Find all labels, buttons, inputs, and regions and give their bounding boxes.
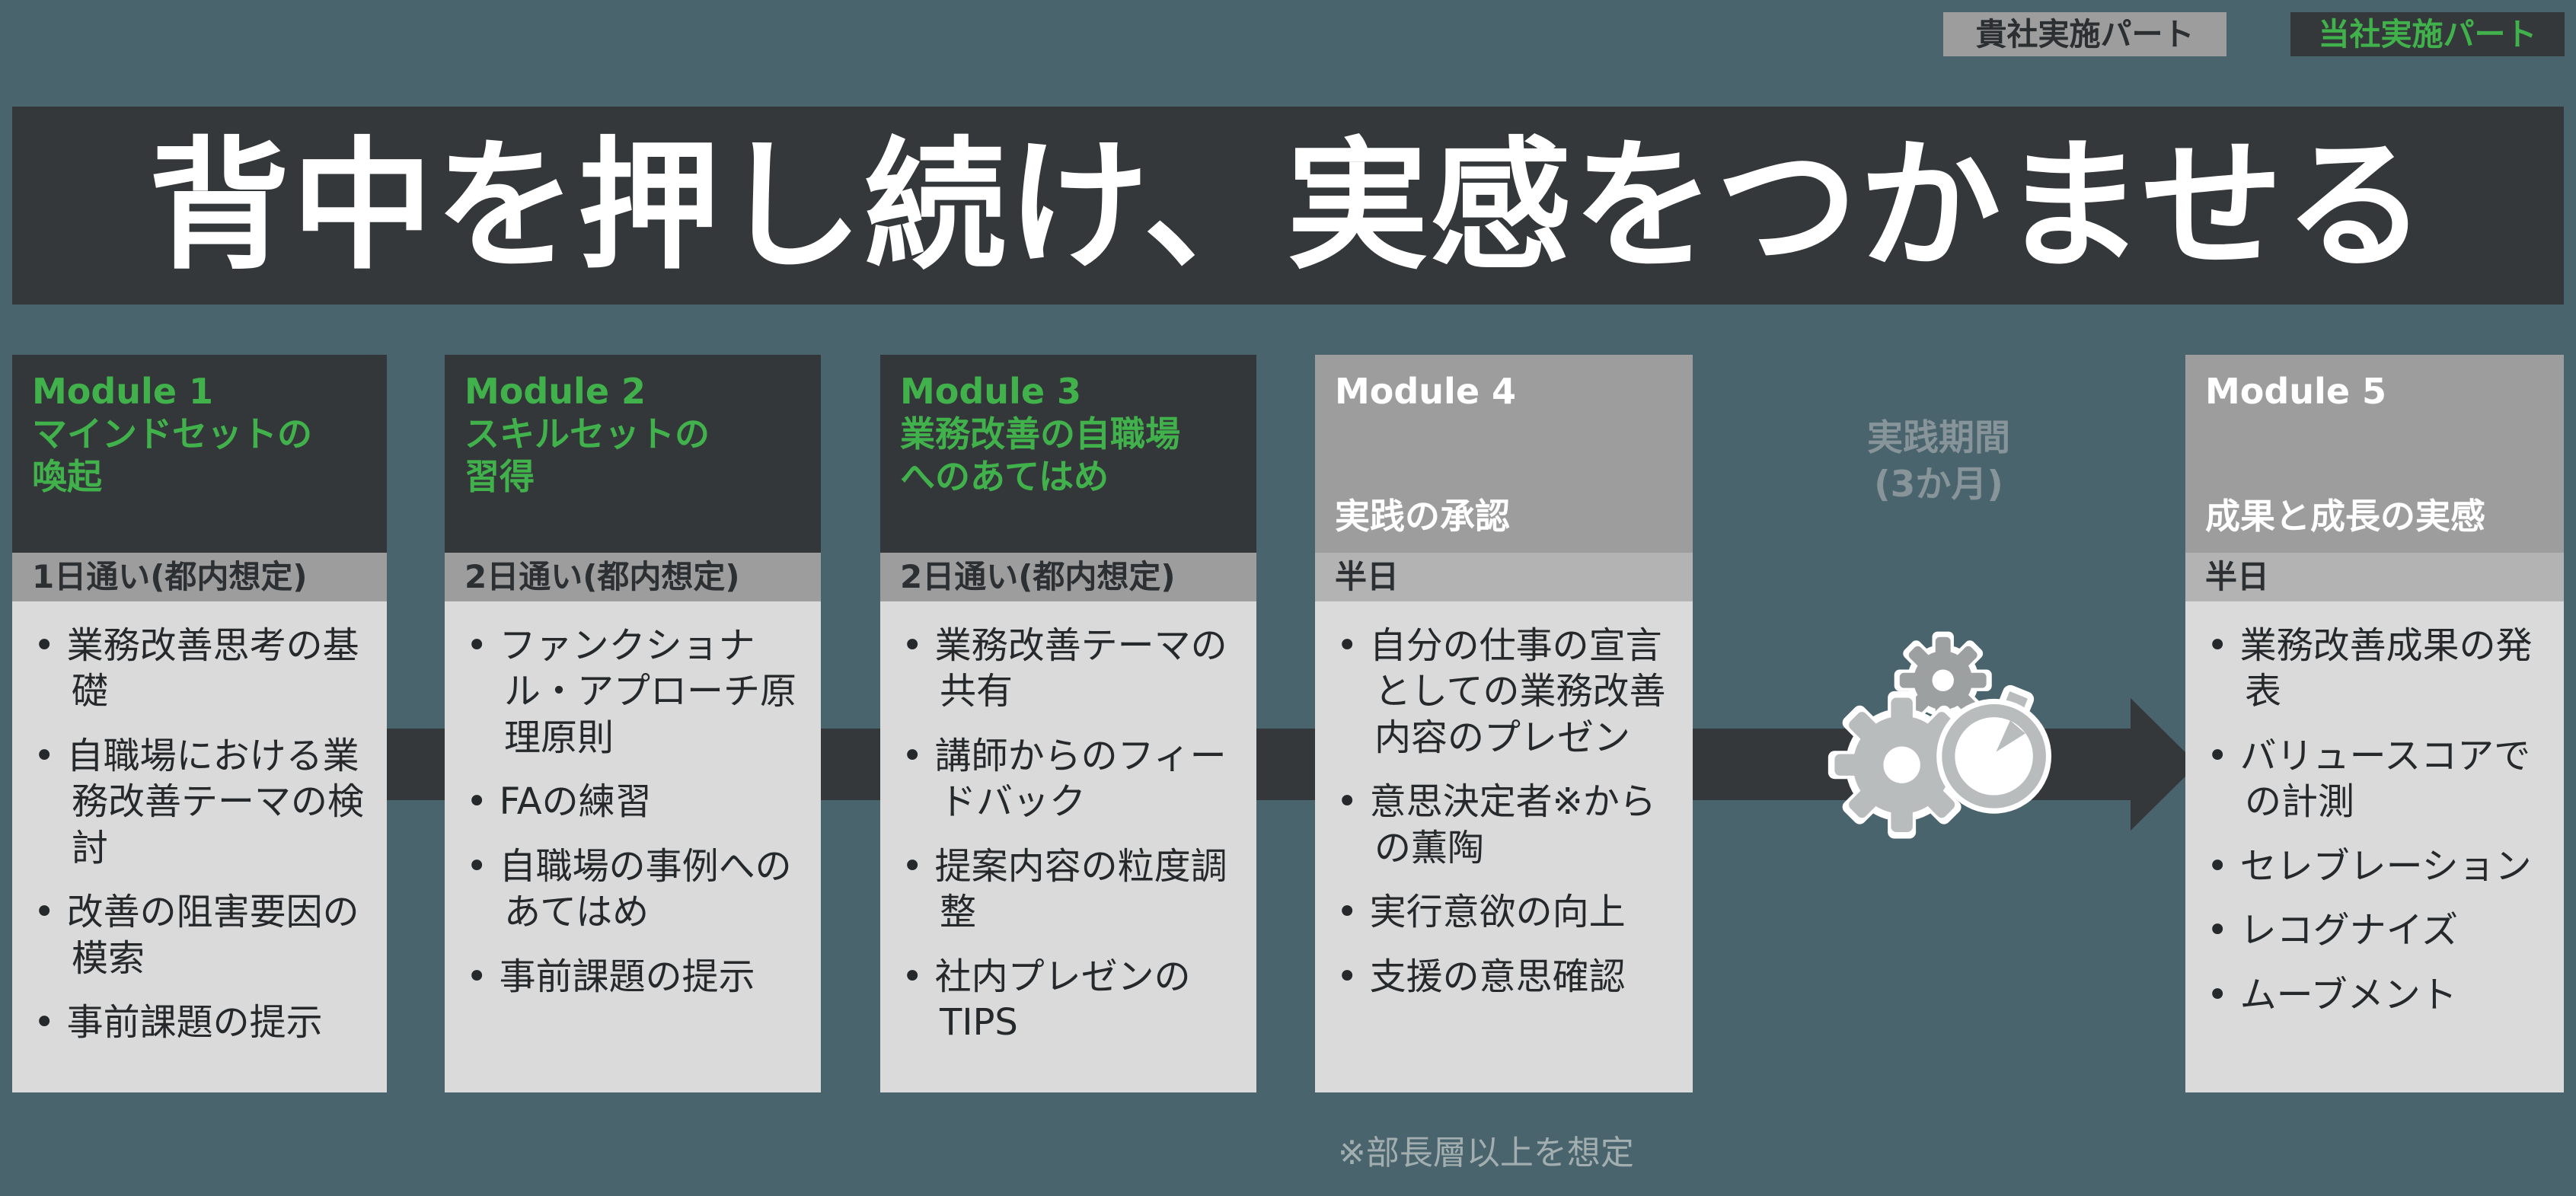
list-item: 社内プレゼンのTIPS: [902, 954, 1235, 1046]
module-column-2: Module 2 スキルセットの 習得 2日通い(都内想定) ファンクショナル・…: [445, 355, 821, 1092]
list-item: FAの練習: [466, 779, 800, 824]
practice-period-line2: (3か月): [1874, 464, 2003, 506]
module-1-schedule: 1日通い(都内想定): [12, 553, 387, 601]
module-2-schedule: 2日通い(都内想定): [445, 553, 821, 601]
list-item: 自分の仕事の宣言としての業務改善内容のプレゼン: [1336, 623, 1671, 761]
list-item: 講師からのフィードバック: [902, 733, 1235, 825]
list-item: レコグナイズ: [2207, 907, 2542, 953]
list-item: 業務改善テーマの共有: [902, 623, 1235, 715]
gears-stopwatch-icon: [1826, 623, 2059, 842]
module-2-items: ファンクショナル・アプローチ原理原則 FAの練習 自職場の事例へのあてはめ 事前…: [445, 601, 821, 1092]
list-item: 意思決定者※からの薫陶: [1336, 779, 1671, 871]
list-item: 業務改善成果の発表: [2207, 623, 2542, 715]
module-4-name: Module 4: [1335, 371, 1517, 412]
module-3-header: Module 3 業務改善の自職場 へのあてはめ: [880, 355, 1256, 553]
module-1-header: Module 1 マインドセットの 喚起: [12, 355, 387, 553]
module-5-schedule: 半日: [2185, 553, 2564, 601]
list-item: 実行意欲の向上: [1336, 889, 1671, 935]
module-3-items: 業務改善テーマの共有 講師からのフィードバック 提案内容の粒度調整 社内プレゼン…: [880, 601, 1256, 1092]
module-column-1: Module 1 マインドセットの 喚起 1日通い(都内想定) 業務改善思考の基…: [12, 355, 387, 1092]
module-4-items: 自分の仕事の宣言としての業務改善内容のプレゼン 意思決定者※からの薫陶 実行意欲…: [1315, 601, 1693, 1092]
list-item: 支援の意思確認: [1336, 954, 1671, 1000]
list-item: ムーブメント: [2207, 972, 2542, 1018]
module-5-subtitle: 成果と成長の実感: [2205, 495, 2485, 537]
list-item: ファンクショナル・アプローチ原理原則: [466, 623, 800, 761]
stopwatch-icon: [1936, 684, 2052, 814]
module-1-subtitle: マインドセットの 喚起: [32, 413, 312, 498]
legend-client-part: 貴社実施パート: [1943, 12, 2226, 56]
list-item: セレブレーション: [2207, 844, 2542, 889]
list-item: バリュースコアでの計測: [2207, 733, 2542, 825]
practice-period-label: 実践期間 (3か月): [1706, 415, 2172, 508]
module-3-name: Module 3: [900, 371, 1082, 412]
module-2-name: Module 2: [464, 371, 646, 412]
module-column-3: Module 3 業務改善の自職場 へのあてはめ 2日通い(都内想定) 業務改善…: [880, 355, 1256, 1092]
module-column-5: Module 5 成果と成長の実感 半日 業務改善成果の発表 バリュースコアでの…: [2185, 355, 2564, 1092]
legend-our-part: 当社実施パート: [2290, 12, 2565, 56]
list-item: 業務改善思考の基礎: [34, 623, 365, 715]
page-title: 背中を押し続け、実感をつかませる: [12, 107, 2564, 305]
module-3-schedule: 2日通い(都内想定): [880, 553, 1256, 601]
module-4-schedule: 半日: [1315, 553, 1693, 601]
practice-period-line1: 実践期間: [1867, 417, 2010, 459]
list-item: 事前課題の提示: [466, 954, 800, 1000]
module-5-items: 業務改善成果の発表 バリュースコアでの計測 セレブレーション レコグナイズ ムー…: [2185, 601, 2564, 1092]
list-item: 提案内容の粒度調整: [902, 844, 1235, 936]
list-item: 自職場における業務改善テーマの検討: [34, 733, 365, 871]
module-1-items: 業務改善思考の基礎 自職場における業務改善テーマの検討 改善の阻害要因の模索 事…: [12, 601, 387, 1092]
module-4-subtitle: 実践の承認: [1335, 495, 1510, 537]
module-1-name: Module 1: [32, 371, 214, 412]
module-5-header: Module 5 成果と成長の実感: [2185, 355, 2564, 553]
module-2-header: Module 2 スキルセットの 習得: [445, 355, 821, 553]
module-5-name: Module 5: [2205, 371, 2387, 412]
footnote: ※部長層以上を想定: [1338, 1134, 1634, 1172]
module-column-4: Module 4 実践の承認 半日 自分の仕事の宣言としての業務改善内容のプレゼ…: [1315, 355, 1693, 1092]
module-3-subtitle: 業務改善の自職場 へのあてはめ: [900, 413, 1180, 498]
list-item: 改善の阻害要因の模索: [34, 889, 365, 981]
module-4-header: Module 4 実践の承認: [1315, 355, 1693, 553]
list-item: 事前課題の提示: [34, 1000, 365, 1045]
large-gear-icon: [1827, 690, 1976, 839]
list-item: 自職場の事例へのあてはめ: [466, 844, 800, 936]
module-2-subtitle: スキルセットの 習得: [464, 413, 710, 498]
